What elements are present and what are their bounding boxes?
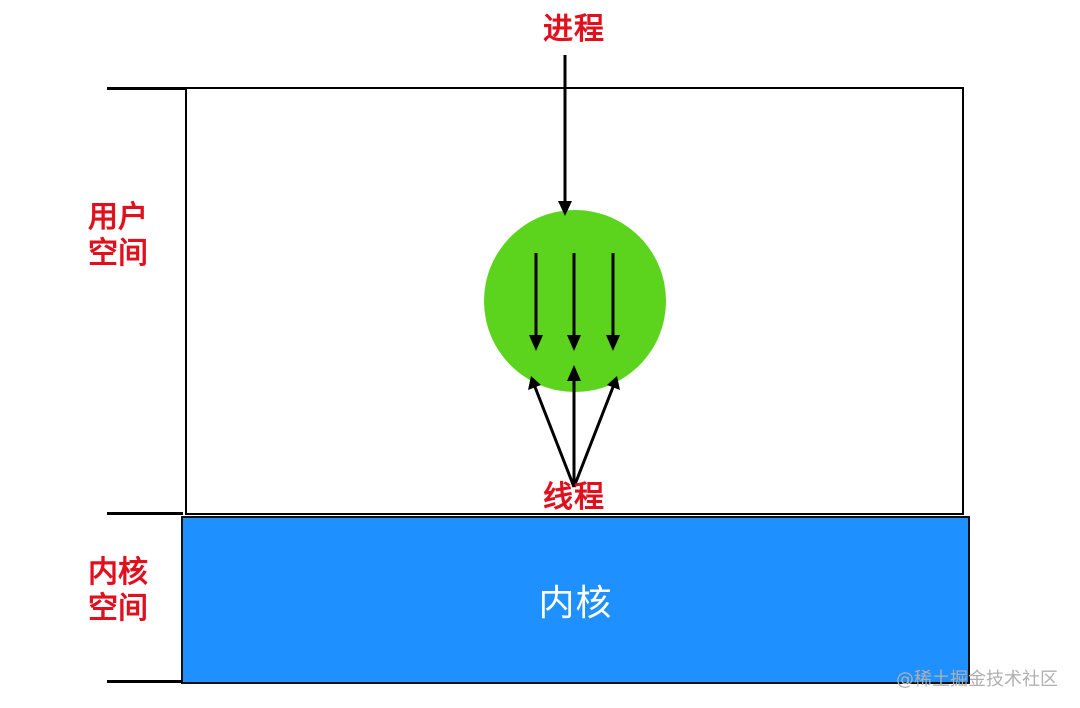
- thread-arrow-down-icon: [529, 335, 543, 351]
- user-space-top-tick: [107, 87, 187, 90]
- watermark: @稀土掘金技术社区: [896, 669, 1058, 690]
- thread-arrow-down-icon: [606, 335, 620, 351]
- thread-arrow-up-right-icon: [607, 376, 620, 390]
- thread-arrow-up-left-icon: [528, 376, 541, 390]
- user-space-label-line1: 用户: [88, 200, 148, 235]
- kernel-box-label: 内核: [538, 583, 613, 624]
- kernel-region: 内核: [181, 516, 970, 684]
- thread-label: 线程: [543, 480, 605, 515]
- kernel-space-bottom-tick: [107, 680, 183, 683]
- thread-arrow-up-icon: [567, 365, 581, 381]
- process-label: 进程: [543, 12, 605, 47]
- user-space-label-line2: 空间: [88, 236, 148, 271]
- kernel-space-label-line2: 空间: [88, 591, 148, 626]
- thread-arrow-down-icon: [567, 335, 581, 351]
- kernel-space-label: 内核 空间: [78, 555, 158, 627]
- process-arrow-icon: [558, 201, 572, 216]
- user-kernel-divider-tick: [107, 512, 183, 515]
- kernel-space-label-line1: 内核: [88, 555, 148, 590]
- user-space-label: 用户 空间: [78, 200, 158, 272]
